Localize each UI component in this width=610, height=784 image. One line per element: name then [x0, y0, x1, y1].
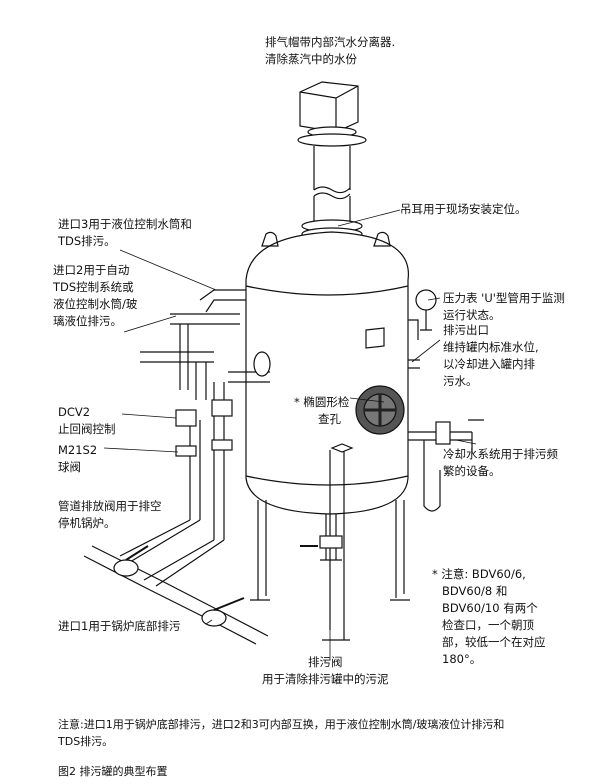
inlet-2-line-4: 璃液位排污。 [53, 314, 122, 328]
dcv2-line-2: 止回阀控制 [58, 422, 116, 436]
label-drain: 排污阀 用于清除排污罐中的污泥 [262, 654, 389, 688]
label-lifting-lug: 吊耳用于现场安装定位。 [400, 202, 527, 216]
blowdown-outlet-line-1: 排污出口 [443, 323, 489, 337]
blowdown-outlet-line-4: 污水。 [443, 374, 478, 388]
inlet-2-line-3: 液位控制水筒/玻 [53, 297, 138, 311]
note-line-5: 部，较低一个在对应 [442, 635, 546, 649]
inlet-3-line-2: TDS排污。 [58, 234, 116, 248]
left-piping [83, 289, 271, 645]
note-line-6: 180°。 [442, 652, 482, 666]
footnote-line-2: TDS排污。 [58, 735, 114, 748]
note-line-2: BDV60/8 和 [442, 584, 508, 598]
vent-head [297, 81, 367, 241]
cooling-line-2: 繁的设备。 [443, 464, 501, 478]
label-pressure-gauge: 压力表 'U'型管用于监测 运行状态。 [443, 290, 565, 324]
pressure-gauge-line-1: 压力表 'U'型管用于监测 [443, 291, 565, 305]
vessel-legs [250, 443, 410, 641]
footnote: 注意:进口1用于锅炉底部排污，进口2和3可内部互换，用于液位控制水筒/玻璃液位计… [58, 716, 578, 750]
label-drain-valve: 管道排放阀用于排空 停机锅炉。 [58, 498, 162, 532]
m21s2-line-1: M21S2 [58, 443, 98, 457]
inlet-3-line-1: 进口3用于液位控制水筒和 [58, 217, 192, 231]
right-piping [408, 289, 484, 512]
leader-lines [103, 209, 477, 660]
cooling-line-1: 冷却水系统用于排污频 [443, 447, 558, 461]
bottom-drain-valve [300, 514, 343, 561]
label-inlet-1: 进口1用于锅炉底部排污 [58, 619, 181, 633]
m21s2-line-2: 球阀 [58, 460, 81, 474]
inlet-2-line-2: TDS控制系统或 [53, 280, 134, 294]
note-line-1: * 注意: BDV60/6, [432, 567, 526, 581]
figure-caption: 图2 排污罐的典型布置 [58, 765, 168, 778]
label-manhole: * 椭圆形检 查孔 [294, 394, 349, 428]
blowdown-outlet-line-3: 以冷却进入罐内排 [443, 357, 535, 371]
pressure-gauge-line-2: 运行状态。 [443, 308, 501, 322]
vent-head-line-2: 清除蒸汽中的水份 [265, 52, 357, 66]
drain-valve-line-1: 管道排放阀用于排空 [58, 499, 162, 513]
note-line-3: BDV60/10 有两个 [442, 601, 538, 615]
label-vent-head: 排气帽带内部汽水分离器. 清除蒸汽中的水份 [265, 34, 395, 68]
vent-head-line-1: 排气帽带内部汽水分离器. [265, 35, 396, 49]
label-dcv2: DCV2 止回阀控制 [58, 404, 116, 438]
label-m21s2: M21S2 球阀 [58, 442, 97, 476]
label-blowdown-outlet: 排污出口 维持罐内标准水位, 以冷却进入罐内排 污水。 [443, 322, 539, 390]
manhole-line-2: 查孔 [318, 412, 341, 426]
label-inlet-3: 进口3用于液位控制水筒和 TDS排污。 [58, 216, 192, 250]
drain-valve-line-2: 停机锅炉。 [58, 516, 116, 530]
drain-line-1: 排污阀 [308, 655, 343, 669]
label-inlet-2: 进口2用于自动 TDS控制系统或 液位控制水筒/玻 璃液位排污。 [53, 262, 137, 330]
dcv2-line-1: DCV2 [58, 405, 91, 419]
blowdown-outlet-line-2: 维持罐内标准水位, [443, 340, 539, 354]
note-line-4: 检查口，一个朝顶 [442, 618, 534, 632]
label-cooling: 冷却水系统用于排污频 繁的设备。 [443, 446, 558, 480]
drain-line-2: 用于清除排污罐中的污泥 [262, 672, 389, 686]
vessel-body [245, 231, 409, 515]
footnote-line-1: 注意:进口1用于锅炉底部排污，进口2和3可内部互换，用于液位控制水筒/玻璃液位计… [58, 718, 505, 731]
label-note: * 注意: BDV60/6, BDV60/8 和 BDV60/10 有两个 检查… [432, 566, 546, 668]
manhole-line-1: * 椭圆形检 [294, 395, 350, 409]
inlet-2-line-1: 进口2用于自动 [53, 263, 130, 277]
